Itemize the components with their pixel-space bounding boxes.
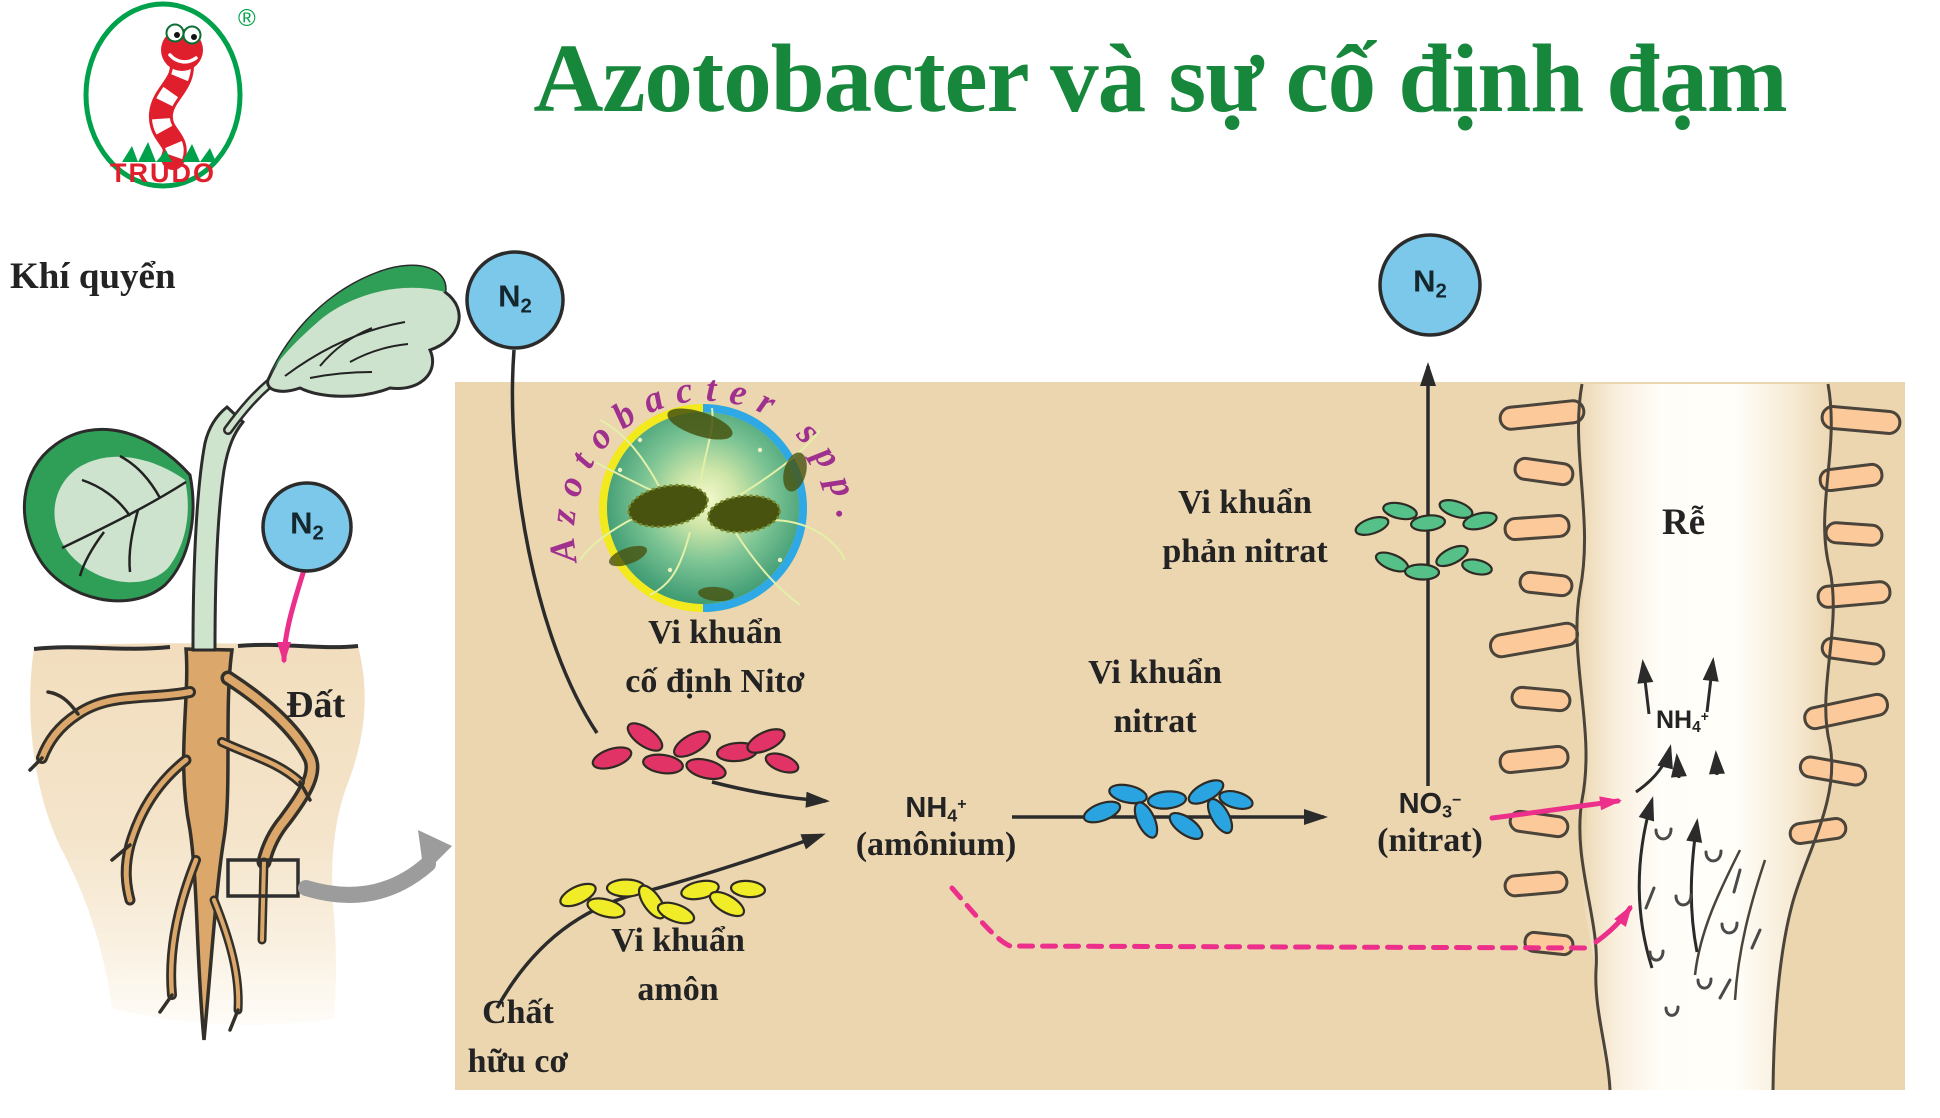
root-hairs-right bbox=[1788, 405, 1902, 846]
no3-formula: NO3− bbox=[1398, 788, 1462, 822]
soil-surface-line bbox=[33, 645, 171, 651]
magnified-region-box bbox=[226, 858, 300, 898]
bacteria-cluster-denitrifying bbox=[1354, 499, 1498, 581]
n2-circle-box-right bbox=[1378, 233, 1482, 337]
n2-circle-box-left bbox=[465, 250, 565, 350]
root-hair-tangle bbox=[1693, 849, 1767, 1001]
label-ammonifying-bacteria: Vi khuẩn amôn bbox=[611, 922, 745, 1009]
label-soil: Đất bbox=[286, 684, 346, 726]
ammonium-label: NH4+ (amônium) bbox=[806, 792, 1066, 864]
worm-mascot bbox=[148, 23, 203, 170]
nh4-formula: NH4+ bbox=[905, 792, 967, 826]
magnify-arrow bbox=[298, 830, 452, 903]
root-uptake-arrows bbox=[1635, 657, 1725, 969]
nh4-in-root-label: NH4+ bbox=[1656, 706, 1709, 736]
n2-label-plant: N2 bbox=[290, 505, 324, 545]
arrow-no3-into-root bbox=[1489, 796, 1622, 821]
micrograph-specks bbox=[617, 437, 783, 573]
bacteria-cluster-ammonifying bbox=[559, 878, 767, 925]
leaf-right bbox=[266, 264, 461, 398]
trudo-logo: TRUDO ® bbox=[83, 1, 256, 189]
registered-mark: ® bbox=[238, 5, 256, 32]
n2-label-box-left: N2 bbox=[498, 278, 532, 318]
root-hairs-left bbox=[1489, 399, 1586, 957]
label-organic-matter: Chất hữu cơ bbox=[467, 994, 569, 1081]
azotobacter-micrograph: Azotobacter spp. bbox=[542, 369, 869, 612]
grass bbox=[122, 142, 216, 162]
stem bbox=[191, 405, 246, 652]
arrow-n2-into-soil bbox=[277, 567, 307, 664]
n2-label-box-right: N2 bbox=[1413, 263, 1447, 303]
label-root: Rễ bbox=[1662, 502, 1706, 543]
micrograph-cells bbox=[609, 408, 807, 602]
leaf-left bbox=[22, 428, 195, 603]
plant bbox=[22, 264, 461, 652]
bacteria-cluster-nitrifying bbox=[1082, 779, 1254, 841]
n2-circle-plant bbox=[261, 481, 353, 573]
logo-brand: TRUDO bbox=[110, 158, 216, 188]
label-denitrifying-bacteria: Vi khuẩn phản nitrat bbox=[1162, 484, 1328, 571]
label-atmosphere: Khí quyển bbox=[10, 256, 176, 297]
line-n2-to-fixers bbox=[510, 349, 599, 734]
ion-marks bbox=[1644, 827, 1762, 1017]
arrow-fixers-to-nh4 bbox=[711, 780, 830, 808]
n2-molecules bbox=[261, 233, 1482, 573]
pink-arrows bbox=[277, 567, 1633, 951]
label-nitrogen-fixing-bacteria: Vi khuẩn cố định Nitơ bbox=[625, 614, 805, 701]
arrow-nh4-into-root bbox=[1593, 904, 1633, 945]
nitrate-name: (nitrat) bbox=[1377, 822, 1483, 860]
ammonium-name: (amônium) bbox=[855, 826, 1017, 864]
page-title: Azotobacter và sự cố định đạm bbox=[533, 25, 1787, 132]
label-nitrifying-bacteria: Vi khuẩn nitrat bbox=[1088, 654, 1222, 741]
soil-surface-line bbox=[237, 642, 359, 650]
plant-roots bbox=[28, 647, 320, 1041]
dashed-nh4-to-root bbox=[949, 885, 1595, 951]
nitrate-label: NO3− (nitrat) bbox=[1300, 788, 1560, 860]
bacteria-cluster-nitrogen-fixing bbox=[591, 722, 800, 781]
